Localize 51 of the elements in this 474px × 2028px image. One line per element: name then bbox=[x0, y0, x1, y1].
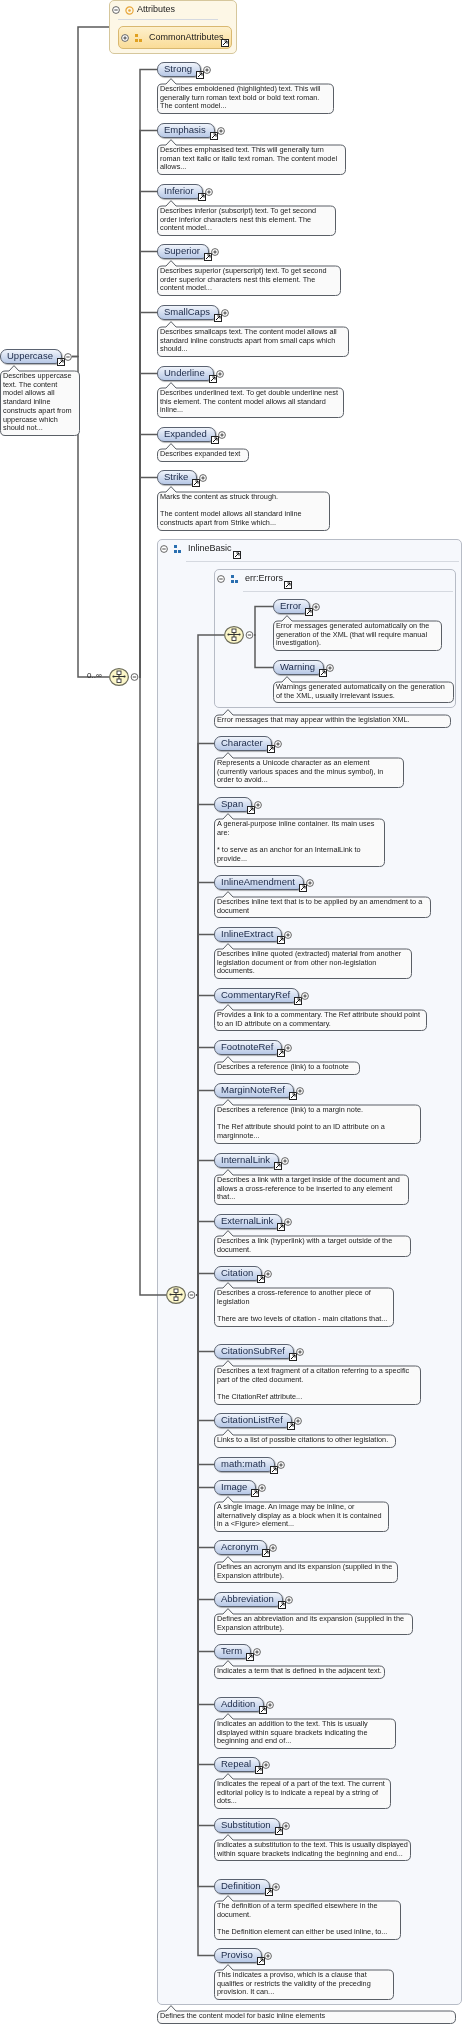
group-title: Attributes bbox=[137, 4, 176, 15]
connector-line bbox=[253, 634, 274, 669]
element-box: Warning bbox=[273, 660, 325, 675]
element-box: Substitution bbox=[214, 1818, 280, 1833]
connector-line bbox=[138, 476, 158, 678]
element-box: Acronym bbox=[214, 1540, 268, 1555]
group-box bbox=[157, 539, 462, 2005]
element-box: Expanded bbox=[157, 427, 216, 442]
element-box: Uppercase bbox=[0, 349, 62, 364]
element-box: Term bbox=[214, 1644, 252, 1659]
group-title: err:Errors bbox=[245, 573, 283, 584]
element-box: Strong bbox=[157, 62, 201, 77]
element-box: FootnoteRef bbox=[214, 1040, 283, 1055]
element-box: Citation bbox=[214, 1266, 263, 1281]
group-title: CommonAttributes bbox=[149, 32, 224, 43]
element-box: CommentaryRef bbox=[214, 988, 300, 1003]
connector-line bbox=[195, 1272, 215, 1296]
cardinality-label: 0..∞ bbox=[87, 671, 102, 680]
element-box: Span bbox=[214, 797, 253, 812]
element-box: MarginNoteRef bbox=[214, 1083, 294, 1098]
element-box: InlineExtract bbox=[214, 927, 283, 942]
element-box: Superior bbox=[157, 244, 209, 259]
element-box: Emphasis bbox=[157, 123, 215, 138]
element-box: Error bbox=[273, 599, 311, 614]
sequence-compositor bbox=[224, 626, 254, 644]
element-box: InternalLink bbox=[214, 1153, 280, 1168]
connector-line bbox=[253, 605, 274, 636]
element-box: Definition bbox=[214, 1879, 270, 1894]
element-box: Image bbox=[214, 1480, 257, 1495]
element-box: InlineAmendment bbox=[214, 875, 304, 890]
element-box: Repeal bbox=[214, 1757, 261, 1772]
connector-line bbox=[71, 355, 110, 678]
group-box bbox=[214, 569, 456, 708]
connector-line bbox=[138, 676, 167, 1296]
element-box: Underline bbox=[157, 366, 214, 381]
sequence-compositor bbox=[166, 1286, 196, 1304]
element-box: math:math bbox=[214, 1457, 275, 1472]
element-box: SmallCaps bbox=[157, 305, 219, 320]
element-box: CitationSubRef bbox=[214, 1344, 294, 1359]
element-box: ExternalLink bbox=[214, 1214, 283, 1229]
element-box: Addition bbox=[214, 1697, 265, 1712]
attribute-group-box bbox=[118, 26, 232, 49]
group-title: InlineBasic bbox=[188, 543, 232, 554]
element-box: Strike bbox=[157, 470, 198, 485]
sequence-compositor bbox=[109, 668, 139, 686]
element-box: CitationListRef bbox=[214, 1413, 292, 1428]
attributes-panel bbox=[109, 0, 237, 54]
element-box: Proviso bbox=[214, 1948, 262, 1963]
element-box: Abbreviation bbox=[214, 1592, 283, 1607]
element-box: Character bbox=[214, 736, 272, 751]
element-box: Inferior bbox=[157, 184, 203, 199]
